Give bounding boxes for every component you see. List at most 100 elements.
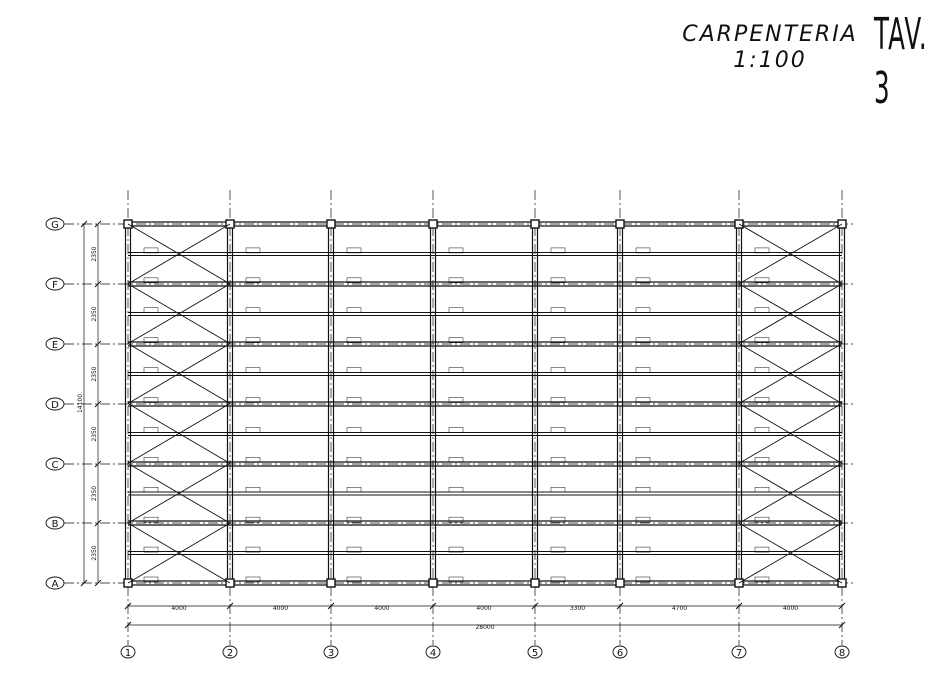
beam-tag [635, 487, 651, 493]
bay-dimension-label: 4000 [374, 605, 389, 612]
row-axis-label: D [51, 400, 59, 411]
beam-tag [245, 516, 261, 523]
row-axis-label: G [51, 220, 59, 231]
beam-tag [143, 397, 159, 403]
beam-tag [550, 367, 566, 373]
beam-tag [245, 397, 261, 403]
bracing-diagonal [738, 223, 843, 285]
beam-tag [754, 247, 770, 254]
dimension-tick [80, 579, 88, 587]
row-dimension-label: 2350 [91, 545, 98, 560]
dimension-tick [94, 519, 102, 527]
bracing-diagonal [127, 283, 231, 345]
bay-dimension-label: 4000 [476, 605, 491, 612]
beam-tag [754, 546, 770, 553]
steel-column [615, 578, 625, 588]
beam-tag [245, 427, 261, 433]
bracing-diagonal [127, 522, 231, 584]
dimension-tick [531, 602, 539, 610]
beam-tag [143, 337, 159, 343]
beam-tag [448, 277, 464, 284]
row-axis-bubble [45, 277, 65, 291]
dimension-tick [226, 602, 234, 610]
beam-tag [754, 487, 770, 493]
bracing-diagonal [127, 462, 231, 524]
beam-tag [550, 277, 566, 284]
dimension-tick [429, 602, 437, 610]
column-axis-label: 3 [328, 648, 334, 659]
bracing-diagonal [738, 522, 843, 584]
column-axis-label: 5 [532, 648, 538, 659]
steel-column [428, 578, 438, 588]
row-dimension-label: 2350 [91, 306, 98, 321]
beam-tag [143, 247, 159, 254]
dimension-tick [94, 400, 102, 408]
beam-tag [346, 367, 362, 373]
row-axis-label: B [52, 519, 59, 530]
drawing-scale: 1:100 [733, 48, 807, 73]
beam-tag [754, 516, 770, 523]
beam-tag [346, 337, 362, 343]
beam-tag [448, 546, 464, 553]
bracing-diagonal [738, 343, 843, 404]
bracing-diagonal [127, 403, 231, 464]
beam-tag [754, 277, 770, 284]
beam-tag [245, 247, 261, 254]
column-axis-label: 2 [227, 648, 233, 659]
beam-tag [754, 337, 770, 343]
row-axis-bubble [45, 397, 65, 411]
row-axis-bubble [45, 337, 65, 351]
beam-tag [143, 427, 159, 433]
steel-column [428, 219, 438, 229]
steel-column [123, 219, 133, 229]
dimension-tick [124, 621, 132, 629]
total-length-label: 28000 [475, 624, 494, 631]
beam-tag [635, 427, 651, 433]
bracing-diagonal [127, 343, 231, 404]
beam-tag [245, 277, 261, 284]
bay-dimension-label: 4700 [672, 605, 687, 612]
beam-tag [550, 307, 566, 313]
row-axis-bubble [45, 457, 65, 471]
beam-tag [550, 427, 566, 433]
column-axis-bubble [222, 645, 238, 659]
beam-tag [550, 457, 566, 463]
dimension-tick [94, 579, 102, 587]
beam-tag [143, 487, 159, 493]
column-axis-bubble [834, 645, 850, 659]
bracing-diagonal [738, 283, 843, 345]
beam-tag [448, 337, 464, 343]
beam-tag [550, 487, 566, 493]
beam-tag [143, 367, 159, 373]
beam-tag [754, 367, 770, 373]
steel-column [530, 578, 540, 588]
beam-tag [635, 546, 651, 553]
dimension-tick [94, 220, 102, 228]
beam-tag [448, 427, 464, 433]
row-axis-bubble [45, 516, 65, 530]
beam-tag [635, 307, 651, 313]
beam-tag [754, 457, 770, 463]
dimension-tick [124, 602, 132, 610]
beam-tag [245, 576, 261, 583]
beam-tag [635, 457, 651, 463]
beam-tag [448, 397, 464, 403]
beam-tag [346, 397, 362, 403]
column-axis-bubble [612, 645, 628, 659]
row-dimension-label: 2350 [91, 246, 98, 261]
row-dimension-label: 2350 [91, 366, 98, 381]
dimension-tick [735, 602, 743, 610]
column-axis-label: 8 [839, 648, 845, 659]
beam-tag [448, 516, 464, 523]
beam-tag [143, 576, 159, 583]
beam-tag [448, 307, 464, 313]
steel-column [530, 219, 540, 229]
bracing-diagonal [738, 403, 843, 464]
beam-tag [245, 457, 261, 463]
column-axis-label: 7 [736, 648, 742, 659]
row-dimension-label: 2350 [91, 486, 98, 501]
row-axis-label: E [52, 340, 58, 351]
total-width-label: 14100 [77, 394, 84, 413]
beam-tag [448, 367, 464, 373]
column-axis-bubble [731, 645, 747, 659]
